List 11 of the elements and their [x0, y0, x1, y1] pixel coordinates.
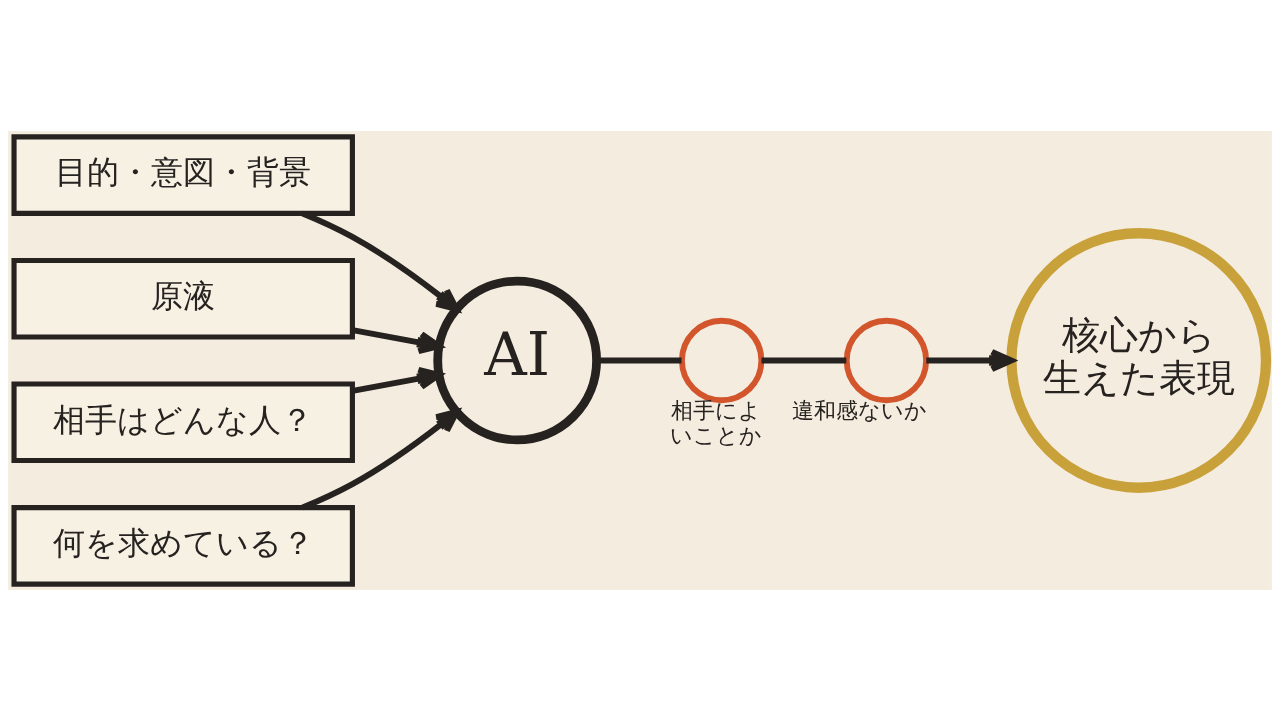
node-label: 相手によいことか — [670, 397, 763, 448]
node-box: 何を求めている？ — [11, 504, 355, 587]
node-circle: 核心から生えた表現 — [1006, 227, 1272, 493]
connector — [597, 357, 682, 363]
arrow — [301, 210, 460, 312]
connector — [761, 357, 847, 363]
node-box: 原液 — [11, 257, 355, 340]
node-box: 目的・意図・背景 — [11, 133, 355, 216]
node-box: 相手はどんな人？ — [11, 380, 355, 463]
node-label: 違和感ないか — [791, 397, 927, 423]
arrow — [301, 408, 460, 510]
